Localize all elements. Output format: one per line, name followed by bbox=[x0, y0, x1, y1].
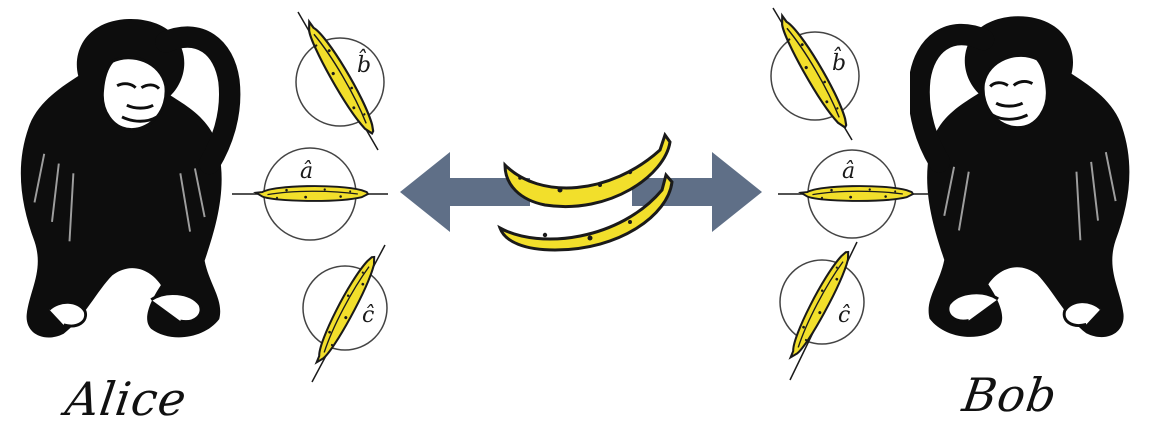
alice-basis-c: ĉ bbox=[302, 244, 388, 383]
alice-bases: b̂ â ĉ bbox=[232, 11, 388, 383]
bob-basis-c: ĉ bbox=[779, 241, 865, 381]
alice-basis-b-label: b̂ bbox=[357, 49, 371, 78]
alice-name-label: Alice bbox=[62, 372, 191, 426]
banana-pair-icon bbox=[497, 131, 674, 252]
bob-basis-a-label: â bbox=[842, 159, 855, 184]
bob-basis-b-label: b̂ bbox=[832, 47, 846, 76]
arrow-right-icon bbox=[632, 152, 762, 232]
bob-basis-c-label: ĉ bbox=[838, 303, 850, 328]
arrow-left-icon bbox=[400, 152, 530, 232]
bob-basis-b: b̂ bbox=[770, 7, 860, 141]
bob-basis-a: â bbox=[778, 149, 930, 239]
alice-basis-a-label: â bbox=[300, 159, 313, 184]
alice-basis-c-label: ĉ bbox=[362, 303, 374, 328]
bob-name-label: Bob bbox=[959, 368, 1061, 422]
alice-basis-a: â bbox=[232, 147, 388, 241]
bob-chimp-icon bbox=[919, 16, 1129, 337]
alice-chimp-icon bbox=[21, 19, 230, 338]
alice-basis-b: b̂ bbox=[295, 11, 385, 151]
bob-bases: b̂ â ĉ bbox=[770, 7, 930, 381]
